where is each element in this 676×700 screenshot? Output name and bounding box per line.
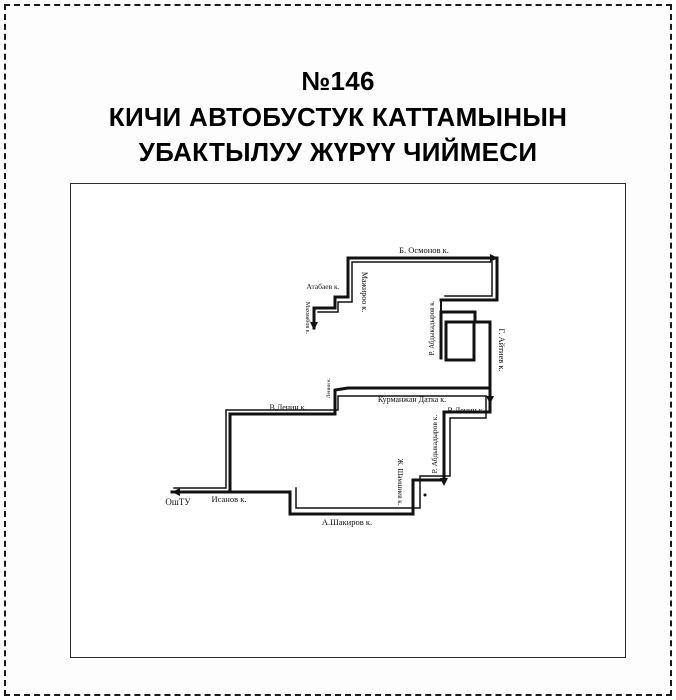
route-line-osmonov	[312, 256, 499, 330]
label-b-osmonov: Б. Осмонов к.	[399, 245, 449, 255]
label-v-lenin-right: В.Ленин к.	[448, 406, 485, 415]
arrow-icon	[310, 322, 318, 330]
route-line-aitiev	[439, 310, 492, 390]
label-isanov: Исанов к.	[212, 494, 247, 504]
stop-dot	[423, 493, 427, 497]
label-atabaev: Атабаев к.	[306, 282, 339, 291]
route-line-main	[170, 386, 492, 516]
label-oshtu: ОшТУ	[165, 497, 191, 507]
label-mazhiroo: Мажироо к.	[360, 272, 369, 312]
route-line-inner-loop	[444, 320, 476, 362]
label-zh-shamshiev: Ж. Шамшиев к.	[396, 459, 404, 506]
label-g-aitiev: Г. Айтиев к.	[497, 328, 507, 371]
arrow-icon	[486, 396, 494, 404]
route-number: №146	[301, 66, 375, 96]
label-kurmanzhan: Курманжан Датка к.	[378, 395, 446, 404]
label-small-street: Ленин к.	[326, 377, 332, 398]
label-r-abdykadyrov-bottom: Р. Абдыкадыров к.	[430, 415, 439, 474]
arrow-icon	[172, 488, 180, 496]
title-line-2: УБАКТЫЛУУ ЖҮРҮҮ ЧИЙМЕСИ	[138, 137, 538, 167]
arrow-icon	[490, 254, 498, 262]
label-r-abdykadyrov-top: Р. Абдыкадыров к.	[428, 300, 436, 355]
label-makhkambo: Махмабов к.	[304, 302, 311, 335]
title-line-1: КИЧИ АВТОБУСТУК КАТТАМЫНЫН	[108, 102, 568, 132]
arrow-icon	[440, 478, 448, 486]
route-line-osmonov-inner	[317, 261, 493, 313]
label-v-lenin-left: В.Ленин к.	[270, 403, 307, 412]
route-line-main-inner	[173, 395, 487, 509]
label-a-shakirov: А.Шакиров к.	[322, 517, 372, 527]
